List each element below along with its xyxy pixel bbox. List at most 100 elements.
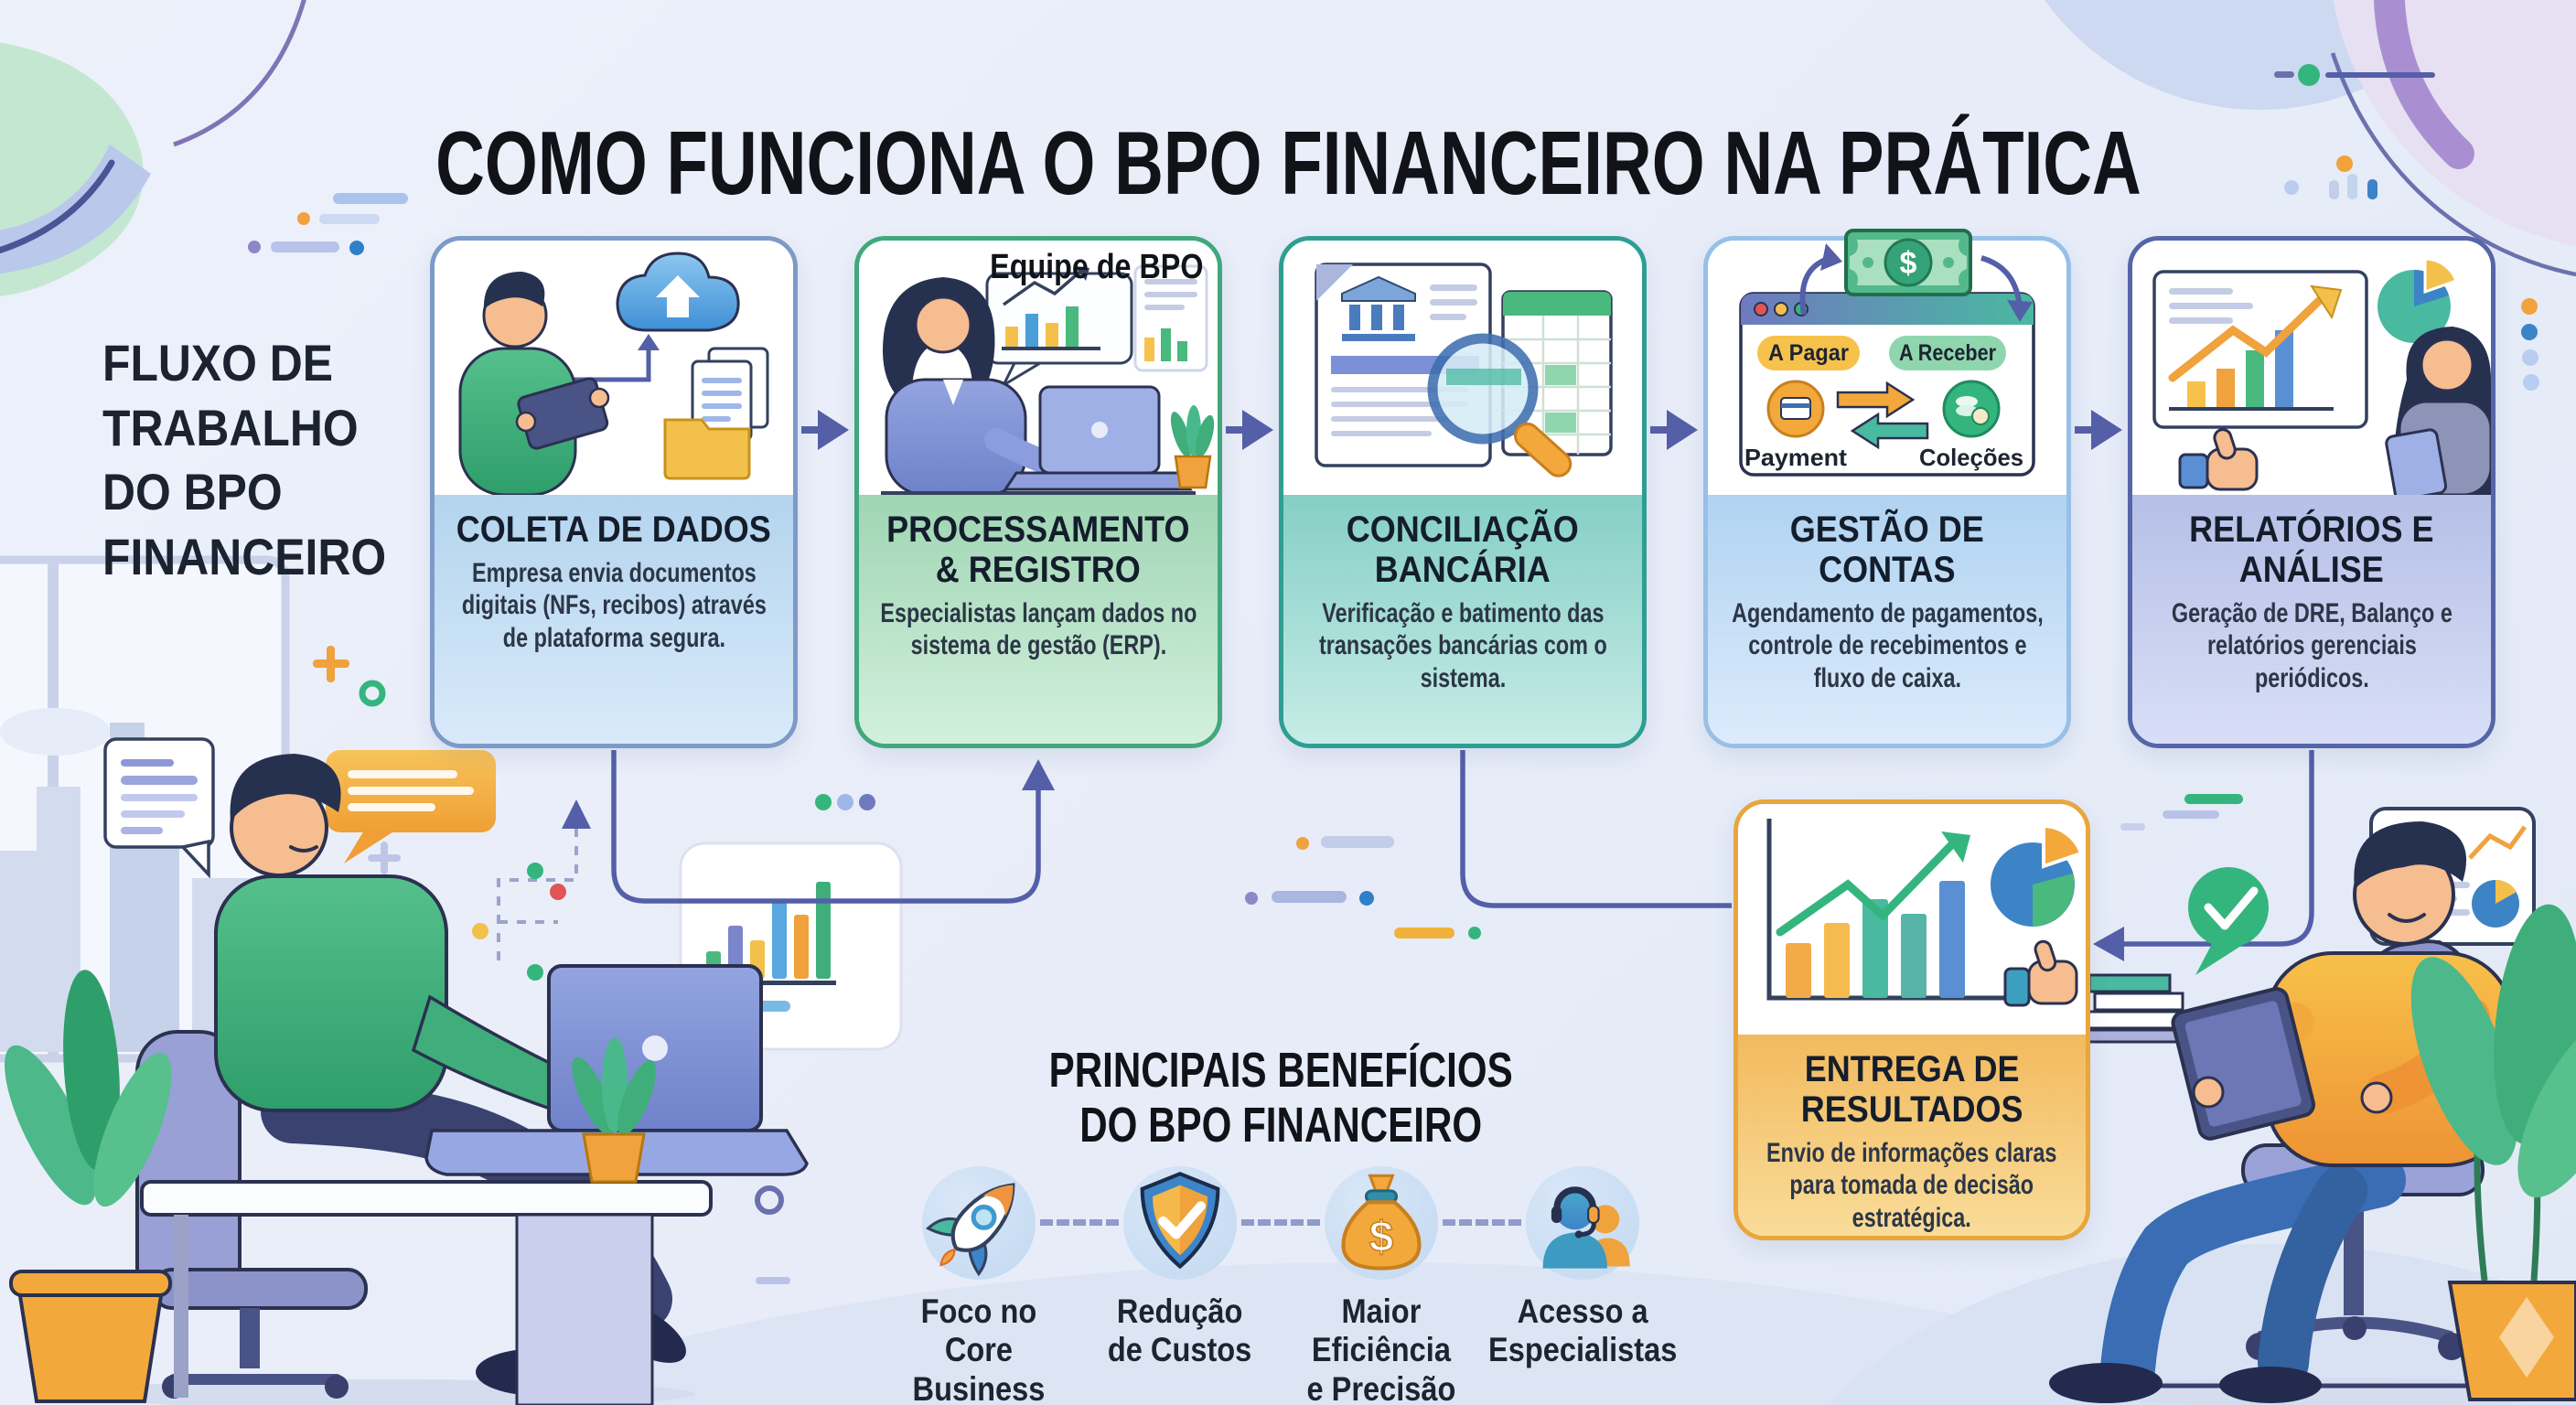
thumbs-up-icon [2178,428,2259,491]
dashed-route [497,828,578,970]
step-desc: Geração de DRE, Balanço e relatórios ger… [2171,598,2453,693]
plant-icon [1170,405,1215,489]
report-panel-icon [1133,264,1208,372]
step-card-gestao-de-contas: A Pagar A Receber Payment Coleções [1703,236,2071,748]
headset-specialist-icon [1542,1186,1630,1269]
flow-arrow-3 [1650,404,1700,460]
person-tablet-icon [458,272,610,497]
benefit-especialistas: Acesso a Especialistas [1482,1165,1683,1405]
conciliacao-illustration [1283,241,1642,495]
a-pagar-pill [1757,336,1860,370]
benefit-label: Acesso a Especialistas [1487,1292,1678,1369]
transfer-arrows-icon [1836,381,1929,450]
right-person-scene [2049,807,2576,1405]
step-desc: Empresa envia documentos digitais (NFs, … [461,558,767,653]
colecoes-label: Coleções [1919,444,2023,471]
flow-arrow-2 [1226,404,1275,460]
benefit-eficiencia: $ Maior Eficiência e Precisão [1281,1165,1482,1405]
thumbs-up-icon [2003,939,2078,1007]
big-plant-icon [2410,904,2576,1401]
growth-chart-icon [1766,819,2009,1001]
workflow-label: FLUXO DE TRABALHO DO BPO FINANCEIRO [102,334,387,585]
step-title: GESTÃO DE CONTAS [1789,509,1985,590]
a-pagar-label: A Pagar [1768,340,1849,366]
step-title: CONCILIAÇÃO BANCÁRIA [1347,509,1579,590]
step-desc: Verificação e batimento das transações b… [1318,598,1607,693]
benefit-reducao-custos: Redução de Custos [1079,1165,1281,1405]
magnifier-icon [1427,333,1572,477]
ring-icon [359,680,386,707]
plus-icon [313,646,349,682]
dash-dot-decor [1245,836,1481,939]
a-receber-label: A Receber [1899,340,1996,366]
pie-chart-icon [1991,823,2084,927]
desk-plant-icon [572,1037,656,1184]
step-card-relatorios-analise: RELATÓRIOS E ANÁLISE Geração de DRE, Bal… [2128,236,2496,748]
growth-board-icon [2152,270,2368,429]
benefit-dash-1 [1040,1218,1119,1226]
dollar-sign: $ [1369,1213,1393,1261]
step-desc: Agendamento de pagamentos, controle de r… [1731,598,2044,693]
benefit-label: Redução de Custos [1108,1292,1252,1369]
step-title: RELATÓRIOS E ANÁLISE [2189,509,2434,590]
step-card-processamento-registro: Equipe de BPO PROCESSAMENTO & REGISTRO E… [854,236,1222,748]
workflow-steps: COLETA DE DADOS Empresa envia documentos… [430,236,2496,748]
speed-dashes [248,193,408,255]
payment-label: Payment [1744,444,1847,471]
payment-card-icon [1766,380,1825,438]
step-title: COLETA DE DADOS [456,509,771,550]
flow-arrow-1 [801,404,851,460]
benefits-row: Foco no Core Business Redução de Custos [878,1165,1683,1405]
dollar-sign: $ [1900,246,1917,281]
pie-chart-icon [2377,257,2458,343]
flow-connectors [611,750,2314,947]
step-card-coleta-de-dados: COLETA DE DADOS Empresa envia documentos… [430,236,798,748]
step-desc: Especialistas lançam dados no sistema de… [880,598,1197,661]
step-card-conciliacao-bancaria: CONCILIAÇÃO BANCÁRIA Verificação e batim… [1279,236,1647,748]
chat-bubble-icon [326,750,496,863]
benefit-label: Foco no Core Business [912,1292,1046,1405]
gestao-illustration: A Pagar A Receber Payment Coleções [1708,241,2066,495]
collections-coins-icon [1942,380,2001,438]
document-bubble-icon [103,737,215,879]
a-receber-pill [1889,336,2006,370]
money-bag-icon: $ [1341,1174,1422,1271]
flow-arrow-4 [2075,404,2124,460]
benefits-section: PRINCIPAIS BENEFÍCIOS DO BPO FINANCEIRO … [878,1043,1683,1405]
plus-icon-lavender [368,842,401,874]
benefit-dash-2 [1241,1218,1320,1226]
benefit-core-business: Foco no Core Business [878,1165,1079,1405]
presenter-icon [2385,327,2491,501]
chart-bubble-icon [985,266,1133,389]
benefit-label: Maior Eficiência e Precisão [1306,1292,1456,1405]
documents-icon [691,347,769,442]
folder-icon [663,418,751,480]
check-bubble-icon [2188,867,2269,975]
page-title: COMO FUNCIONA O BPO FINANCEIRO NA PRÁTIC… [435,112,2141,213]
arrow-up-head [1022,759,1055,790]
laptop-icon [1003,385,1193,491]
left-person-scene [5,737,809,1405]
floor-plant-icon [5,970,172,1403]
delivery-illustration [1738,804,2086,1035]
bottom-blob [457,1262,2287,1405]
step-title: PROCESSAMENTO & REGISTRO [886,509,1190,590]
cloud-upload-icon [616,252,740,332]
processamento-illustration: Equipe de BPO [859,241,1218,497]
rocket-icon [926,1183,1015,1277]
relatorios-illustration [2132,241,2491,501]
benefits-title: PRINCIPAIS BENEFÍCIOS DO BPO FINANCEIRO [1048,1043,1513,1153]
money-flow-icon: $ [1799,229,2033,322]
mini-bars-icon [2284,156,2377,199]
benefit-dash-3 [1443,1218,1521,1226]
arrow-left-head [2093,927,2124,961]
equipe-bpo-badge: Equipe de BPO [989,248,1203,286]
coleta-illustration [435,241,793,497]
green-dot [2298,64,2320,86]
purple-arc [173,0,306,147]
delivery-title: ENTREGA DE RESULTADOS [1800,1049,2023,1130]
delivery-card: ENTREGA DE RESULTADOS Envio de informaçõ… [1733,799,2090,1240]
shield-check-icon [1140,1171,1220,1270]
